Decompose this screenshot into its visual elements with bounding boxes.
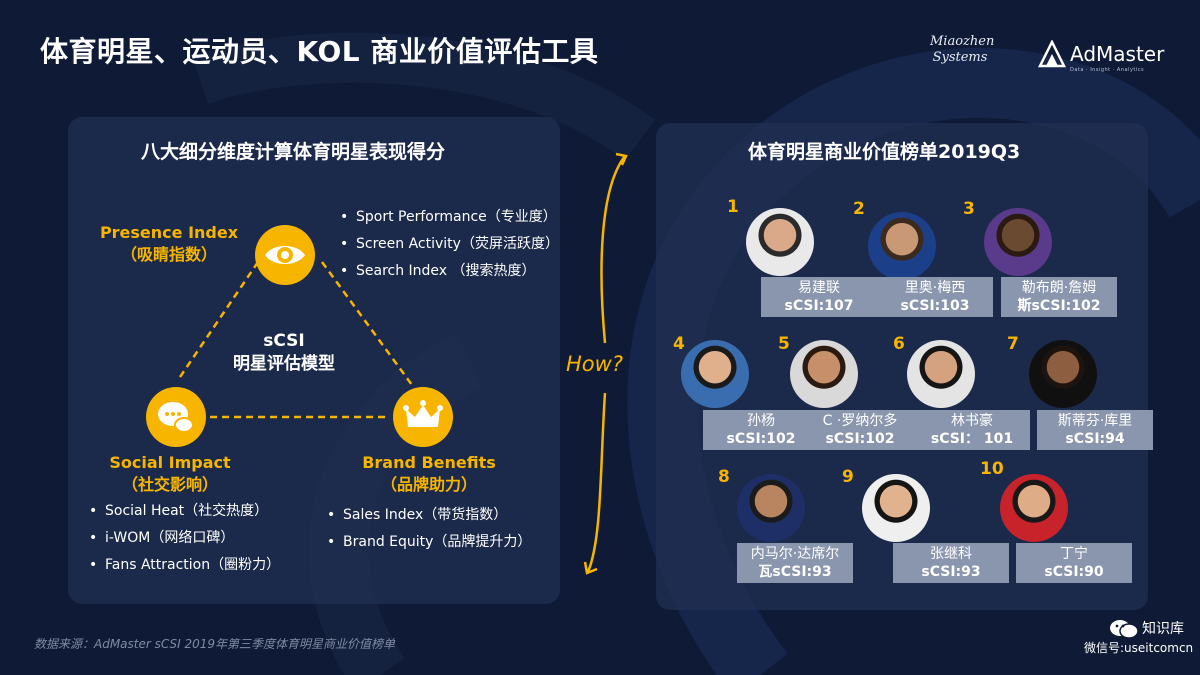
wechat-icon [1110,620,1139,639]
athlete-card: 内马尔·达席尔 瓦sCSI:93 [737,543,853,583]
athlete-name: 张继科 [930,546,972,562]
athlete-score: 瓦sCSI:93 [758,564,832,580]
athlete-name: 孙杨 [747,413,775,429]
athlete-name: 易建联 [798,280,840,296]
athlete-score: sCSI:103 [900,298,970,314]
brand-benefits-subtitle: （品牌助力） [380,475,477,494]
social-impact-title: Social Impact （社交影响） [102,452,238,496]
athlete-avatar [1000,474,1068,542]
rank-number: 10 [980,459,1004,479]
rank-number: 9 [842,467,854,487]
athlete-name: 丁宁 [1060,546,1088,562]
admaster-name: AdMaster [1070,42,1165,66]
wechat-watermark: 知识库 微信号:useitcomcn [1084,618,1194,658]
miaozhen-logo-line1: Miaozhen [930,34,995,49]
miaozhen-logo-line2: Systems [932,50,988,65]
athlete-name: 内马尔·达席尔 [750,546,840,562]
athlete-avatar [737,474,805,542]
eye-icon [255,225,315,285]
presence-bullet: Sport Performance（专业度） [340,204,559,231]
athlete-score: sCSI： 101 [930,431,1014,447]
athlete-card: C ·罗纳尔多 sCSI:102 [802,410,918,450]
rank-number: 7 [1007,334,1019,354]
social-bullet: i-WOM（网络口碑） [89,525,280,552]
how-label: How? [566,352,623,376]
athlete-avatar [984,208,1052,276]
rank-number: 4 [673,334,685,354]
wechat-id: 微信号:useitcomcn [1084,641,1194,655]
athlete-score: sCSI:102 [726,431,796,447]
scsi-model-line1: sCSI [263,331,305,351]
admaster-tagline: Data · Insight · Analytics [1070,67,1145,73]
brand-benefits-title: Brand Benefits （品牌助力） [356,452,502,496]
social-bullets: Social Heat（社交热度） i-WOM（网络口碑） Fans Attra… [89,498,280,579]
athlete-card: 林书豪 sCSI： 101 [914,410,1030,450]
athlete-card: 易建联 sCSI:107 [761,277,877,317]
rank-number: 6 [893,334,905,354]
athlete-avatar [790,340,858,408]
presence-bullets: Sport Performance（专业度） Screen Activity（荧… [340,204,559,285]
social-impact-subtitle: （社交影响） [121,475,218,494]
athlete-score: sCSI:93 [921,564,981,580]
social-bullet: Fans Attraction（圈粉力） [89,552,280,579]
athlete-card: 孙杨 sCSI:102 [703,410,819,450]
athlete-card: 丁宁 sCSI:90 [1016,543,1132,583]
rank-number: 3 [963,199,975,219]
athlete-avatar [868,212,936,280]
athlete-card: 斯蒂芬·库里 sCSI:94 [1037,410,1153,450]
scsi-model-label: sCSI 明星评估模型 [214,330,354,376]
admaster-mark-icon [1038,40,1066,68]
rank-number: 8 [718,467,730,487]
athlete-name: 勒布朗·詹姆 [1021,280,1097,296]
athlete-avatar [907,340,975,408]
brand-bullet: Sales Index（带货指数） [327,502,531,529]
athlete-card: 勒布朗·詹姆 斯sCSI:102 [1001,277,1117,317]
rank-number: 2 [853,199,865,219]
athlete-avatar [1029,340,1097,408]
rank-number: 5 [778,334,790,354]
athlete-name: 斯蒂芬·库里 [1057,413,1133,429]
athlete-score: sCSI:94 [1065,431,1125,447]
social-impact-name: Social Impact [109,453,231,472]
brand-bullet: Brand Equity（品牌提升力） [327,529,531,556]
presence-bullet: Search Index （搜索热度） [340,258,559,285]
brand-benefits-name: Brand Benefits [362,453,496,472]
how-arrow [583,152,628,575]
social-bullet: Social Heat（社交热度） [89,498,280,525]
presence-index-title: Presence Index （吸睛指数） [96,222,242,266]
admaster-logo: AdMaster Data · Insight · Analytics [1038,40,1168,74]
athlete-card: 里奥·梅西 sCSI:103 [877,277,993,317]
model-panel-heading: 八大细分维度计算体育明星表现得分 [141,141,446,163]
athlete-avatar [746,208,814,276]
chat-bubbles-icon [146,387,206,447]
presence-bullet: Screen Activity（荧屏活跃度） [340,231,559,258]
page-title: 体育明星、运动员、KOL 商业价值评估工具 [40,35,599,68]
presence-index-subtitle: （吸睛指数） [120,245,217,264]
athlete-score: sCSI:102 [825,431,895,447]
athlete-name: 里奥·梅西 [904,280,966,296]
athlete-avatar [862,474,930,542]
athlete-avatar [681,340,749,408]
scsi-model-line2: 明星评估模型 [233,354,335,374]
presence-index-name: Presence Index [99,223,239,242]
miaozhen-logo: Miaozhen Systems [930,34,995,66]
athlete-score: sCSI:107 [784,298,854,314]
wechat-label: 知识库 [1142,621,1184,637]
athlete-name: C ·罗纳尔多 [822,413,898,429]
brand-bullets: Sales Index（带货指数） Brand Equity（品牌提升力） [327,502,531,556]
crown-icon [393,387,453,447]
athlete-card: 张继科 sCSI:93 [893,543,1009,583]
athlete-score: 斯sCSI:102 [1017,298,1101,314]
athlete-name: 林书豪 [951,413,993,429]
data-source-note: 数据来源：AdMaster sCSI 2019年第三季度体育明星商业价值榜单 [34,637,395,651]
rank-number: 1 [727,197,739,217]
ranking-panel-heading: 体育明星商业价值榜单2019Q3 [748,141,1021,163]
athlete-score: sCSI:90 [1044,564,1104,580]
